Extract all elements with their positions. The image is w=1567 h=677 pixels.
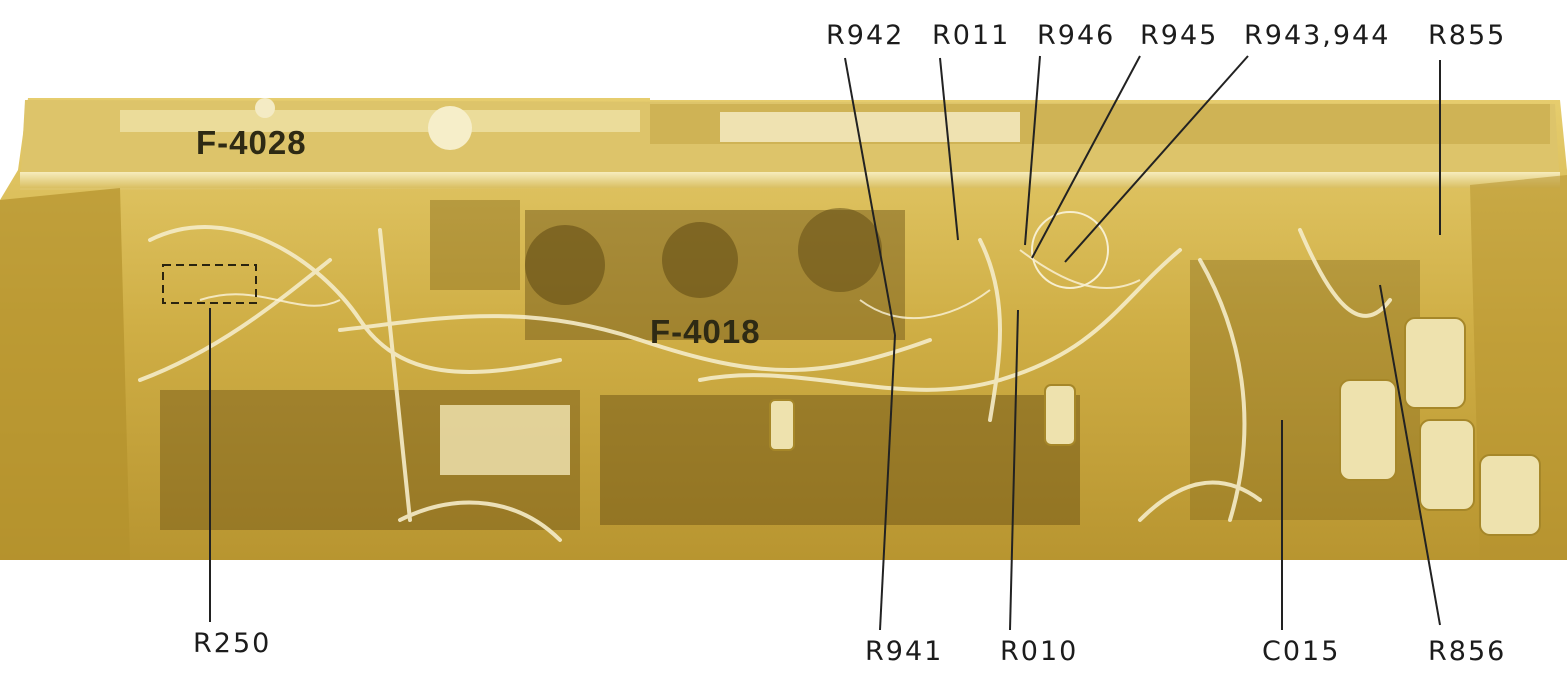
callout-label-top: R946 [1037,20,1116,51]
callout-label-bottom: R250 [193,628,272,659]
callout-label-top: R945 [1140,20,1219,51]
callout-label-top: R943,944 [1244,20,1391,51]
callout-label-bottom: R010 [1000,636,1079,667]
callout-label-top: R942 [826,20,905,51]
callout-label-top: R855 [1428,20,1507,51]
callout-label-bottom: R856 [1428,636,1507,667]
board-label-main: F-4018 [650,313,761,350]
r250-highlight-box [162,264,257,304]
leader-lines [209,55,1441,631]
board-label-upper: F-4028 [196,124,307,161]
callout-label-bottom: R941 [865,636,944,667]
callout-label-bottom: C015 [1262,636,1341,667]
chassis-photo [0,98,1567,560]
callout-label-top: R011 [932,20,1011,51]
